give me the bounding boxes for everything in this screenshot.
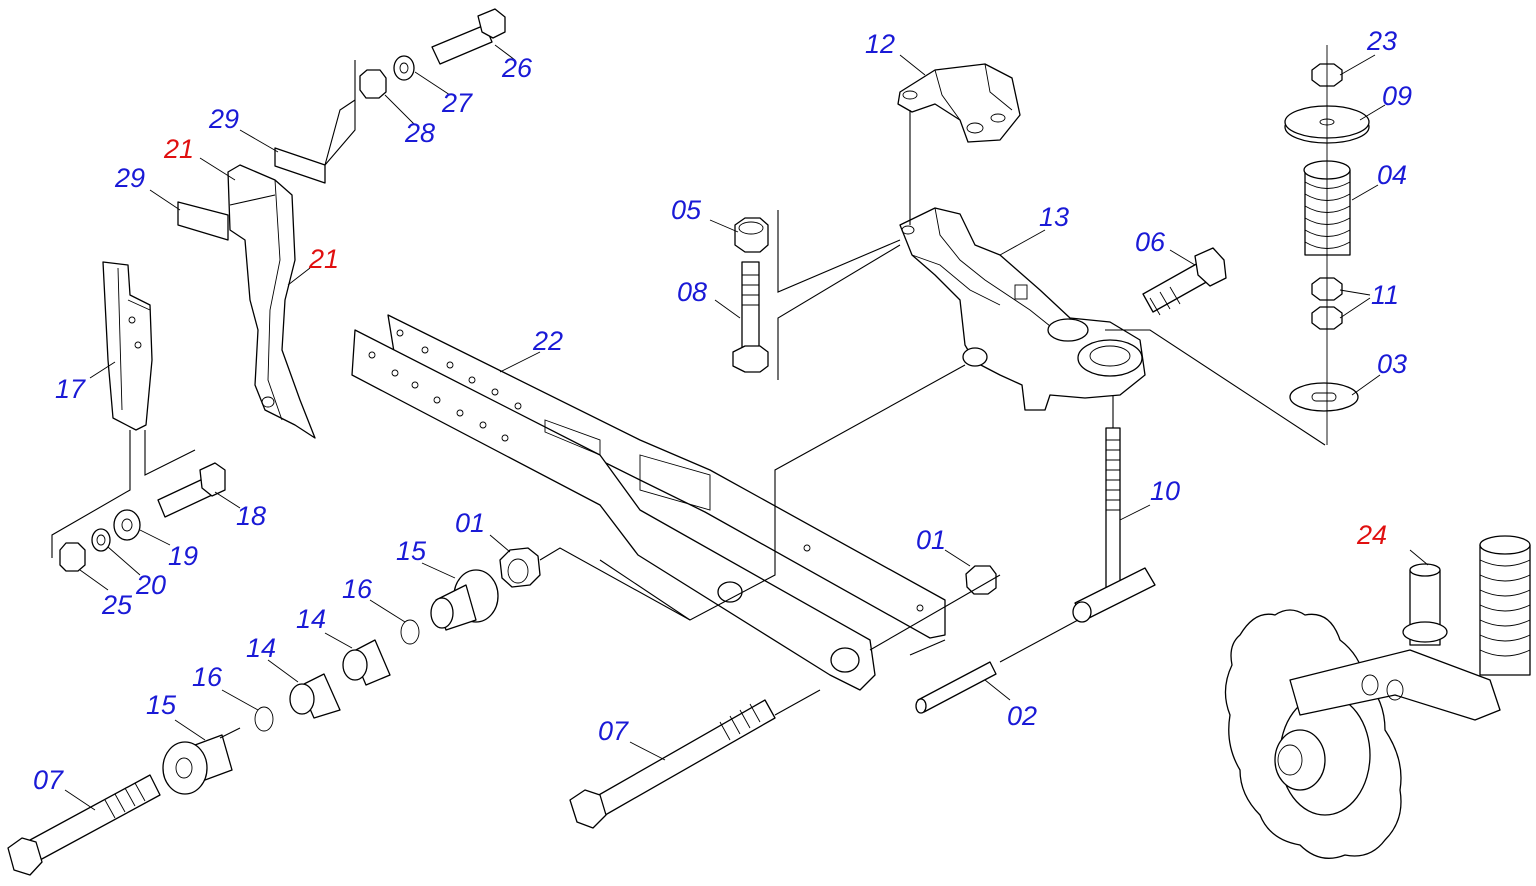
part-14-sleeve-b xyxy=(289,673,341,719)
callout-21-upper: 21 xyxy=(164,134,195,164)
assembly-lines xyxy=(51,60,1326,739)
callout-08: 08 xyxy=(677,277,708,307)
part-07-bolt-a xyxy=(7,774,161,876)
callout-15-lower: 15 xyxy=(146,690,177,720)
callout-13: 13 xyxy=(1039,202,1070,232)
callout-19: 19 xyxy=(168,541,199,571)
callout-03: 03 xyxy=(1377,349,1408,379)
callout-25: 25 xyxy=(102,590,133,620)
callout-22: 22 xyxy=(533,326,564,356)
callout-23: 23 xyxy=(1367,26,1398,56)
part-24-disc-assembly xyxy=(1224,535,1531,859)
callout-10: 10 xyxy=(1150,476,1181,506)
part-26-bolt xyxy=(431,8,506,65)
callout-01-right: 01 xyxy=(916,525,947,555)
callout-04: 04 xyxy=(1377,160,1408,190)
callout-05: 05 xyxy=(671,195,702,225)
part-25-nut xyxy=(59,542,86,572)
part-07-bolt-b xyxy=(569,699,776,829)
part-20-washer xyxy=(91,528,111,552)
part-27-washer xyxy=(393,55,415,81)
part-01-nut-a xyxy=(499,547,541,588)
callout-15-upper: 15 xyxy=(396,536,427,566)
callout-18: 18 xyxy=(236,501,267,531)
part-28-nut xyxy=(359,69,387,99)
part-15-bushing-b xyxy=(162,734,233,795)
callout-16-upper: 16 xyxy=(342,574,373,604)
part-16-oring-b xyxy=(254,706,274,732)
part-02-pin xyxy=(915,661,997,714)
part-29-plate-b xyxy=(177,201,229,241)
callout-24: 24 xyxy=(1357,520,1388,550)
callout-26: 26 xyxy=(502,53,533,83)
callout-17: 17 xyxy=(55,374,86,404)
callout-07-center: 07 xyxy=(598,716,629,746)
part-06-bolt xyxy=(1142,247,1227,316)
part-08-bolt xyxy=(732,261,769,373)
callout-21-lower: 21 xyxy=(309,244,340,274)
callout-01-left: 01 xyxy=(455,508,486,538)
part-13-bracket xyxy=(899,207,1146,411)
part-21-shank xyxy=(227,164,316,439)
callout-12: 12 xyxy=(865,29,896,59)
frame-holes xyxy=(368,329,924,612)
part-16-oring-a xyxy=(400,619,420,645)
part-14-sleeve-a xyxy=(342,639,391,686)
part-17-wear-plate xyxy=(102,261,153,431)
callout-20: 20 xyxy=(136,570,167,600)
part-10-rod xyxy=(1072,427,1156,623)
part-29-plate-a xyxy=(274,147,326,184)
part-03-plate xyxy=(1289,382,1359,412)
part-05-nut xyxy=(734,217,769,253)
part-15-bushing-a xyxy=(430,569,499,631)
callout-27: 27 xyxy=(442,88,473,118)
callout-09: 09 xyxy=(1382,81,1413,111)
part-01-nut-b xyxy=(965,565,997,595)
callout-leaders xyxy=(64,44,1429,811)
callout-29-lower: 29 xyxy=(115,163,146,193)
part-22-frame xyxy=(351,314,946,691)
callout-29-upper: 29 xyxy=(209,104,240,134)
callout-14-upper: 14 xyxy=(296,604,327,634)
callout-11: 11 xyxy=(1371,280,1400,310)
callout-07-left: 07 xyxy=(33,765,64,795)
callout-28: 28 xyxy=(405,118,436,148)
callout-02: 02 xyxy=(1007,701,1038,731)
part-18-bolt xyxy=(157,462,226,518)
part-12-bracket xyxy=(897,63,1021,143)
callout-16-lower: 16 xyxy=(192,662,223,692)
callout-14-lower: 14 xyxy=(246,633,277,663)
callout-06: 06 xyxy=(1135,227,1166,257)
part-19-washer xyxy=(113,509,141,541)
